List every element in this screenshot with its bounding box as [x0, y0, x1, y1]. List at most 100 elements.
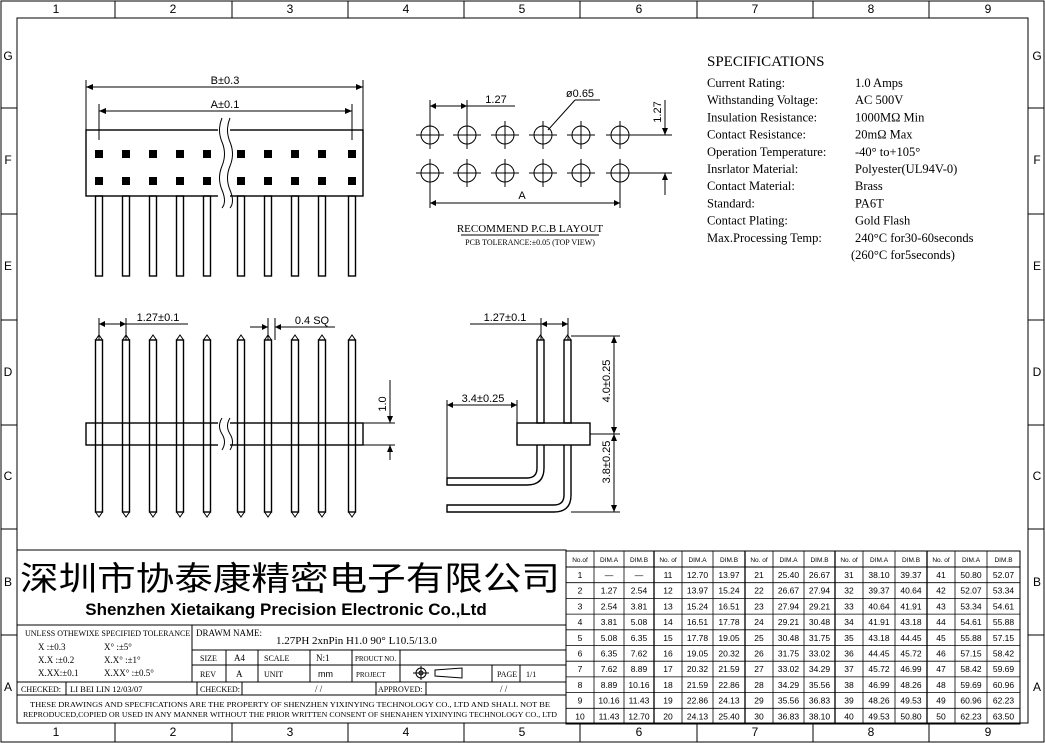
table-cell: 45.72 [868, 664, 890, 674]
table-cell: 39.37 [868, 586, 890, 596]
table-header: No. of [659, 557, 677, 564]
grid-row-right: G [1032, 49, 1041, 63]
table-cell: 52.07 [960, 586, 982, 596]
pin-leg [121, 195, 131, 277]
grid-row-right: F [1033, 153, 1040, 167]
table-cell: 27 [754, 664, 764, 674]
table-cell: 2.54 [631, 586, 648, 596]
pcb-pitch-label: 1.27 [485, 94, 506, 106]
scale-label: SCALE [264, 654, 289, 663]
table-cell: 2 [578, 586, 583, 596]
table-cell: 49 [936, 696, 946, 706]
table-cell: 40.64 [900, 586, 922, 596]
table-cell: 59.69 [960, 680, 982, 690]
grid-row-right: A [1033, 680, 1041, 694]
table-header: DIM.B [720, 557, 738, 564]
table-header: DIM.B [810, 557, 828, 564]
tolerance-title: UNLESS OTHEWIXE SPECIFIED TOLERANCE [25, 629, 190, 638]
table-cell: 49.53 [868, 711, 890, 721]
grid-row-left: E [4, 259, 12, 273]
right-angle-view: 1.27±0.1 3.4±0.25 4.0±0.25 3.8±0.25 [446, 312, 620, 513]
drawing-name-label: DRAWM NAME: [196, 628, 262, 638]
pin-square [122, 150, 130, 158]
table-cell: 62.23 [960, 711, 982, 721]
table-cell: 17 [663, 664, 673, 674]
table-cell: 55.88 [960, 633, 982, 643]
pin-square [291, 150, 299, 158]
table-cell: 9 [578, 696, 583, 706]
table-cell: 35.56 [809, 680, 831, 690]
table-cell: 20 [663, 711, 673, 721]
table-cell: 24.13 [718, 696, 740, 706]
pin-square [264, 150, 272, 158]
table-cell: 17.78 [687, 633, 709, 643]
table-cell: 62.23 [993, 696, 1015, 706]
pin-leg [317, 195, 327, 277]
company-name-en: Shenzhen Xietaikang Precision Electronic… [85, 600, 486, 619]
table-cell: 60.96 [993, 680, 1015, 690]
pin-square [95, 177, 103, 185]
pin-square [122, 177, 130, 185]
pin-square [203, 177, 211, 185]
table-header: No.of [572, 557, 588, 564]
table-cell: 33 [844, 601, 854, 611]
table-cell: 3 [578, 601, 583, 611]
table-cell: 54.61 [993, 601, 1015, 611]
side-height-label: 1.0 [377, 396, 389, 411]
table-cell: 32 [844, 586, 854, 596]
pin-leg [175, 195, 185, 277]
drawing-name: 1.27PH 2xnPin H1.0 90° L10.5/13.0 [276, 635, 437, 647]
table-cell: 26 [754, 649, 764, 659]
checked-value-2: / / [315, 684, 323, 694]
table-cell: 10.16 [628, 680, 650, 690]
table-cell: 43 [936, 601, 946, 611]
table-cell: 31.75 [778, 649, 800, 659]
pin-leg [236, 195, 246, 277]
checked-value-1: LI BEI LIN 12/03/07 [70, 684, 142, 694]
table-cell: 6 [578, 649, 583, 659]
table-cell: 44.45 [868, 649, 890, 659]
pin-square [149, 177, 157, 185]
title-block: 深圳市协泰康精密电子有限公司 Shenzhen Xietaikang Preci… [16, 549, 567, 724]
table-cell: 33.02 [809, 649, 831, 659]
table-cell: 63.50 [993, 711, 1015, 721]
table-cell: 16 [663, 649, 673, 659]
table-cell: 1 [578, 570, 583, 580]
table-cell: 58.42 [993, 649, 1015, 659]
table-cell: 4 [578, 617, 583, 627]
table-cell: 41 [936, 570, 946, 580]
spec-value: Gold Flash [855, 214, 911, 228]
spec-label: Insulation Resistance: [707, 110, 817, 124]
table-cell: 43.18 [868, 633, 890, 643]
table-cell: 50 [936, 711, 946, 721]
checked-label-1: CHECKED: [21, 685, 61, 694]
pin-leg [148, 195, 158, 277]
table-cell: 19.05 [718, 633, 740, 643]
table-header: DIM.B [902, 557, 920, 564]
spec-value: AC 500V [855, 93, 903, 107]
rev-label: REV [200, 670, 216, 679]
right-pitch-label: 1.27±0.1 [484, 312, 527, 324]
table-cell: 53.34 [993, 586, 1015, 596]
table-cell: 10.16 [598, 696, 620, 706]
table-cell: 24.13 [687, 711, 709, 721]
table-cell: 38 [844, 680, 854, 690]
table-cell: 52.07 [993, 570, 1015, 580]
projection-symbol-icon [413, 666, 463, 680]
table-cell: 11.43 [599, 711, 620, 721]
table-cell: 45 [936, 633, 946, 643]
right-offset-label: 3.4±0.25 [462, 393, 505, 405]
spec-value: 1000MΩ Min [855, 110, 925, 124]
table-cell: 14 [663, 617, 673, 627]
spec-label: Contact Material: [707, 179, 795, 193]
table-cell: 35.56 [778, 696, 800, 706]
grid-col-top: 8 [868, 2, 875, 16]
grid-row-left: A [4, 680, 12, 694]
tolerance-linear: X.X :±0.2 [38, 655, 74, 665]
table-cell: 12.70 [628, 711, 650, 721]
tolerance-angular: X.XX° :±0.5° [104, 668, 154, 678]
grid-row-right: E [1033, 259, 1041, 273]
approved-label: APPROVED: [378, 685, 422, 694]
table-cell: 48.26 [868, 696, 890, 706]
pin-leg [263, 195, 273, 277]
